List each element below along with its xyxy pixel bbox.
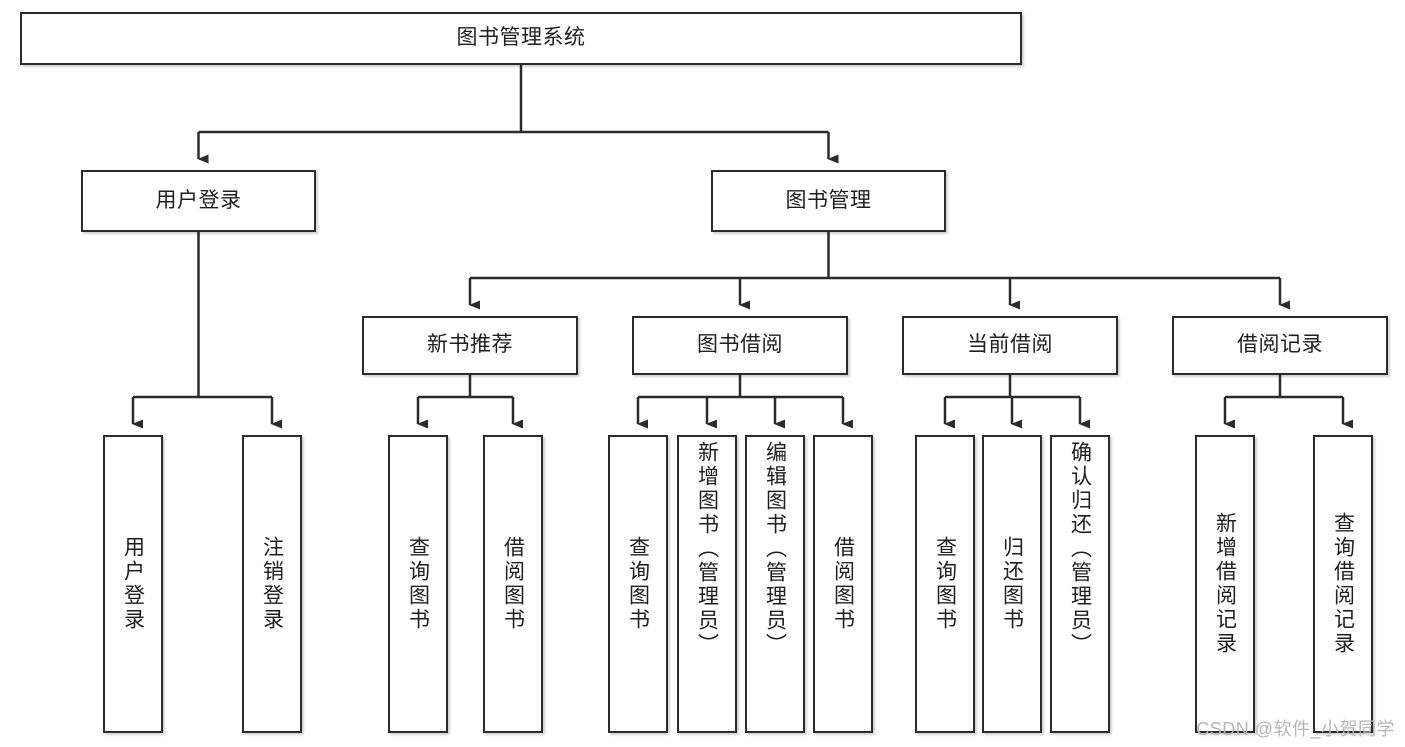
- node-new-book-rec[interactable]: 新书推荐: [362, 316, 578, 375]
- node-user-login[interactable]: 用户登录: [81, 170, 316, 232]
- node-label: 图书借阅: [697, 333, 783, 357]
- node-leaf-confirm[interactable]: 确认归还（管理员）: [1050, 435, 1110, 733]
- node-current-borrow[interactable]: 当前借阅: [902, 316, 1118, 375]
- node-book-borrow[interactable]: 图书借阅: [632, 316, 848, 375]
- node-label: 注销登录: [260, 536, 284, 632]
- node-label: 查询图书: [626, 536, 650, 632]
- node-label: 借阅记录: [1237, 333, 1323, 357]
- node-leaf-borrow-2[interactable]: 借阅图书: [813, 435, 873, 733]
- node-leaf-add-book[interactable]: 新增图书（管理员）: [677, 435, 737, 733]
- watermark-text: CSDN @软件_小贺同学: [1196, 719, 1395, 739]
- node-label: 查询图书: [933, 536, 957, 632]
- node-label: 查询图书: [406, 536, 430, 632]
- node-label: 确认归还（管理员）: [1068, 441, 1092, 657]
- node-label: 当前借阅: [967, 333, 1053, 357]
- node-leaf-return[interactable]: 归还图书: [982, 435, 1042, 733]
- node-label: 借阅图书: [831, 536, 855, 632]
- node-leaf-edit-book[interactable]: 编辑图书（管理员）: [745, 435, 805, 733]
- node-leaf-query-rec[interactable]: 查询借阅记录: [1313, 435, 1373, 733]
- node-label: 新增借阅记录: [1213, 512, 1237, 656]
- node-leaf-user-login[interactable]: 用户登录: [103, 435, 163, 733]
- node-leaf-query-2[interactable]: 查询图书: [608, 435, 668, 733]
- node-leaf-query-1[interactable]: 查询图书: [388, 435, 448, 733]
- node-label: 图书管理: [785, 188, 872, 212]
- node-leaf-borrow-1[interactable]: 借阅图书: [483, 435, 543, 733]
- node-label: 借阅图书: [501, 536, 525, 632]
- node-borrow-record[interactable]: 借阅记录: [1172, 316, 1388, 375]
- node-label: 用户登录: [121, 536, 145, 632]
- node-leaf-query-3[interactable]: 查询图书: [915, 435, 975, 733]
- node-label: 归还图书: [1000, 536, 1024, 632]
- node-book-manage[interactable]: 图书管理: [711, 170, 946, 232]
- node-label: 编辑图书（管理员）: [763, 441, 787, 657]
- node-label: 查询借阅记录: [1331, 512, 1355, 656]
- node-label: 新增图书（管理员）: [695, 441, 719, 657]
- node-root[interactable]: 图书管理系统: [20, 12, 1022, 65]
- node-leaf-logout[interactable]: 注销登录: [242, 435, 302, 733]
- node-leaf-add-record[interactable]: 新增借阅记录: [1195, 435, 1255, 733]
- node-label: 用户登录: [155, 188, 242, 212]
- node-label: 新书推荐: [427, 333, 513, 357]
- node-label: 图书管理系统: [456, 26, 586, 50]
